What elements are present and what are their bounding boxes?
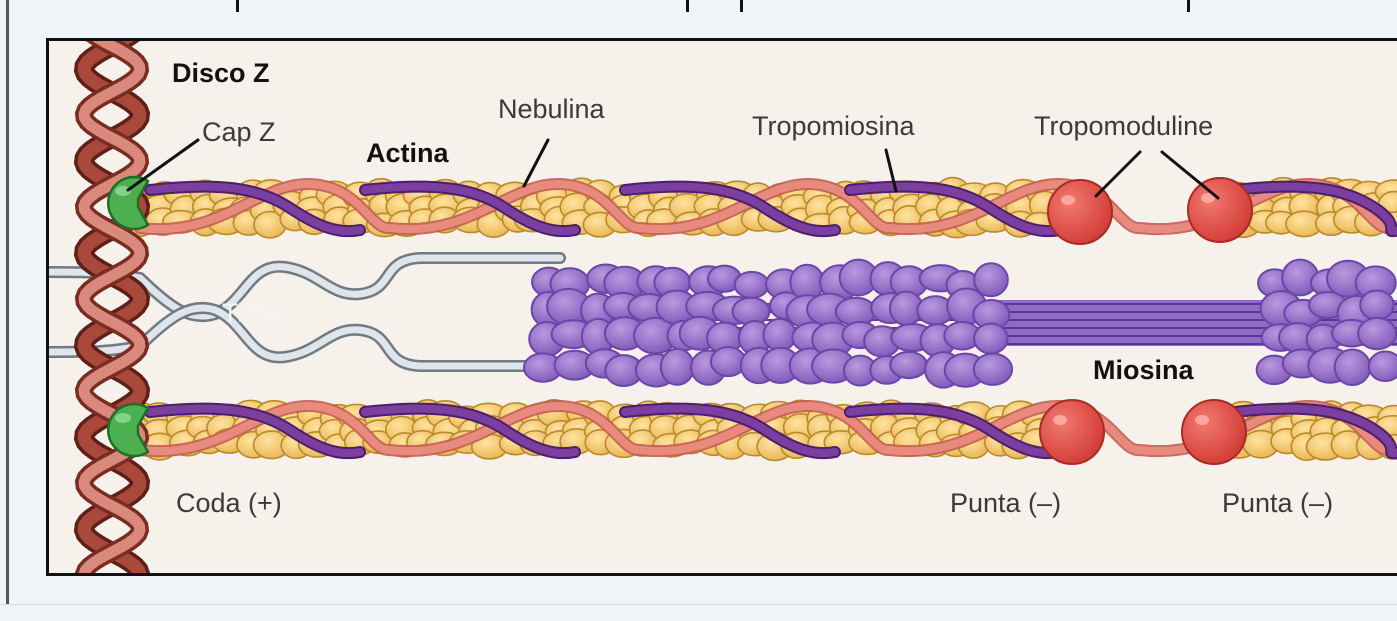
actina-label: Actina xyxy=(366,138,450,168)
myosin-head xyxy=(974,324,1007,354)
tropomodulin-protein xyxy=(1188,178,1252,242)
nebulina-leader-line xyxy=(524,140,548,186)
myosin-head xyxy=(974,354,1012,385)
punta-label-2: Punta (–) xyxy=(1222,488,1333,518)
myosin-head xyxy=(1360,291,1393,320)
myosin-head xyxy=(1335,350,1371,385)
myosin-head xyxy=(1369,352,1397,382)
tropomodulin-protein xyxy=(1040,400,1104,464)
miosina-label: Miosina xyxy=(1093,355,1194,385)
cap-z-label: Cap Z xyxy=(202,117,276,147)
myosin-head xyxy=(661,349,694,385)
myosin-thick-filament xyxy=(524,260,1397,388)
coda-label: Coda (+) xyxy=(176,488,282,518)
tropomodulin-highlight xyxy=(1061,195,1075,205)
tropomiosina-label: Tropomiosina xyxy=(752,111,916,141)
tropomoduline-leader-line xyxy=(1096,152,1140,196)
nebulina-label: Nebulina xyxy=(498,94,606,124)
disco-z-label: Disco Z xyxy=(172,58,270,88)
myosin-head xyxy=(890,352,927,378)
myosin-head xyxy=(763,319,795,351)
capz-highlight xyxy=(115,413,131,423)
z-disc-coil xyxy=(84,30,140,590)
tropomodulin-highlight xyxy=(1053,415,1067,425)
tropomoduline-label: Tropomoduline xyxy=(1034,111,1213,141)
tropomodulin-highlight xyxy=(1195,415,1209,425)
myosin-head xyxy=(974,263,1008,296)
tropomoduline-leader-line xyxy=(1162,152,1218,198)
titina-label: Titina xyxy=(222,298,288,328)
myosin-head xyxy=(735,272,769,298)
myosin-head xyxy=(1358,318,1396,349)
punta-label-1: Punta (–) xyxy=(950,488,1061,518)
tropomodulin-protein xyxy=(1182,400,1246,464)
